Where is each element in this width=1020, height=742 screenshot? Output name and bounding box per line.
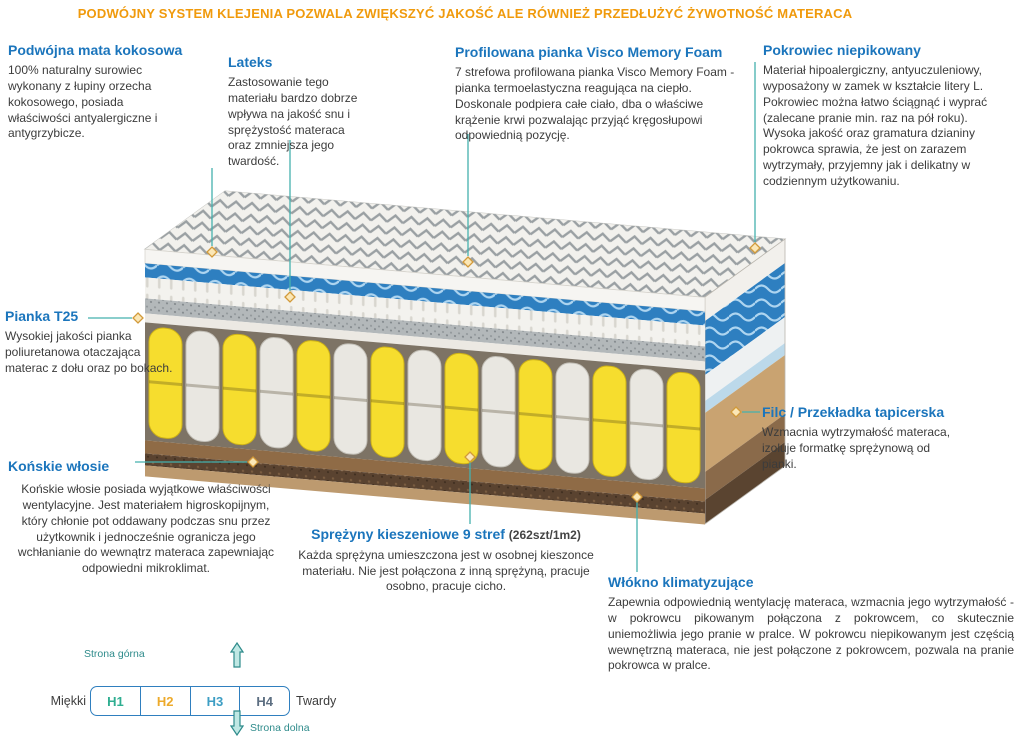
page-title: PODWÓJNY SYSTEM KLEJENIA POZWALA ZWIĘKSZ… [77,6,853,21]
springs-title: Sprężyny kieszeniowe 9 stref [311,526,505,542]
annotation-visco-memory-foam: Profilowana pianka Visco Memory Foam 7 s… [455,44,745,144]
arrow-up-icon [230,642,244,668]
annotation-body: Wzmacnia wytrzymałość materaca, izoluje … [762,425,951,471]
annotation-climate-fiber: Włókno klimatyzujące Zapewnia odpowiedni… [608,574,1014,674]
layer-base-foam [145,465,705,525]
annotation-body: Zastosowanie tego materiału bardzo dobrz… [228,75,358,169]
hardness-level-h4: H4 [256,693,273,709]
annotation-pocket-springs: Sprężyny kieszeniowe 9 stref (262szt/1m2… [298,526,594,595]
annotation-body: Wysokiej jakości pianka poliuretanowa ot… [5,329,173,375]
annotation-title: Sprężyny kieszeniowe 9 stref (262szt/1m2… [298,526,594,543]
annotation-latex: Lateks Zastosowanie tego materiału bardz… [228,54,368,170]
right-end-visco-wave [705,263,785,375]
annotation-title: Pokrowiec niepikowany [763,42,921,58]
annotation-body: 100% naturalny surowiec wykonany z łupin… [8,63,158,141]
annotation-body: 7 strefowa profilowana pianka Visco Memo… [455,65,735,143]
hardness-levels-box: H1 H2 H3 H4 [90,686,290,716]
hardness-level-h1: H1 [91,687,141,715]
annotation-body: Materiał hipoalergiczny, antyuczuleniowy… [763,63,988,188]
annotation-horsehair: Końskie włosie Końskie włosie posiada wy… [8,458,284,577]
annotation-title: Włókno klimatyzujące [608,574,754,590]
annotation-coconut-mat: Podwójna mata kokosowa 100% naturalny su… [8,42,184,142]
hardness-level-h2: H2 [141,687,191,715]
annotation-title: Pianka T25 [5,308,79,324]
annotation-title: Filc / Przekładka tapicerska [762,404,945,420]
layer-horsehair [145,313,705,371]
layer-visco-wave [145,263,705,326]
mattress-front-face [144,249,706,525]
annotation-title: Lateks [228,54,273,70]
annotation-body: Końskie włosie posiada wyjątkowe właściw… [17,482,275,576]
layer-coconut-mat [145,298,705,362]
layer-felt [145,440,705,502]
soft-label: Miękki [50,694,86,708]
layer-coconut-mat-bottom [145,453,705,514]
top-side-label: Strona górna [84,648,145,660]
annotation-felt-insulator: Filc / Przekładka tapicerska Wzmacnia wy… [762,404,958,473]
annotation-body: Każda sprężyna umieszczona jest w osobne… [298,547,594,594]
hard-label: Twardy [296,694,337,708]
arrow-down-icon [230,710,244,736]
hardness-level-h3: H3 [191,687,241,715]
mattress-illustration [143,190,787,525]
pocket-springs [148,327,701,484]
annotation-body: Zapewnia odpowiednią wentylację materaca… [608,595,1014,673]
annotation-title: Profilowana pianka Visco Memory Foam [455,44,723,60]
springs-count: (262szt/1m2) [508,528,581,542]
annotation-cover: Pokrowiec niepikowany Materiał hipoalerg… [763,42,1013,190]
bottom-side-label: Strona dolna [250,722,310,734]
annotation-title: Podwójna mata kokosowa [8,42,183,58]
annotation-t25-foam: Pianka T25 Wysokiej jakości pianka poliu… [5,308,173,377]
mattress-right-end [704,238,786,525]
annotation-title: Końskie włosie [8,458,110,474]
